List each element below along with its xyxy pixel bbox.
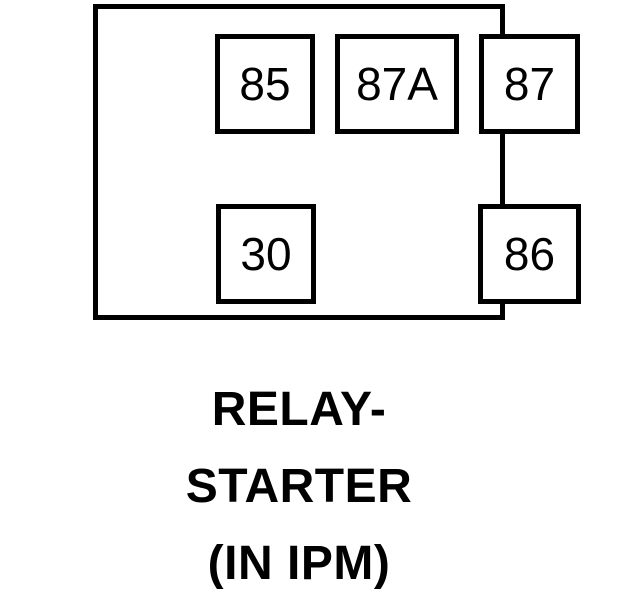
pin-label-87a: 87A xyxy=(356,58,438,110)
pin-label-30: 30 xyxy=(240,228,292,280)
caption-line-in-ipm: (IN IPM) xyxy=(207,537,391,590)
pin-terminal-85: 85 xyxy=(215,34,315,134)
pin-label-87: 87 xyxy=(503,58,556,110)
pin-terminal-86: 86 xyxy=(478,204,581,304)
relay-body-outline: 85 87A 87 30 86 xyxy=(93,4,581,320)
pin-label-86: 86 xyxy=(503,228,556,280)
caption-line-relay: RELAY- xyxy=(211,383,387,436)
pin-terminal-87a: 87A xyxy=(335,34,459,134)
caption-line-starter: STARTER xyxy=(185,460,413,513)
pin-terminal-30: 30 xyxy=(216,204,316,304)
pin-label-85: 85 xyxy=(239,58,291,110)
pin-terminal-87: 87 xyxy=(479,34,580,134)
